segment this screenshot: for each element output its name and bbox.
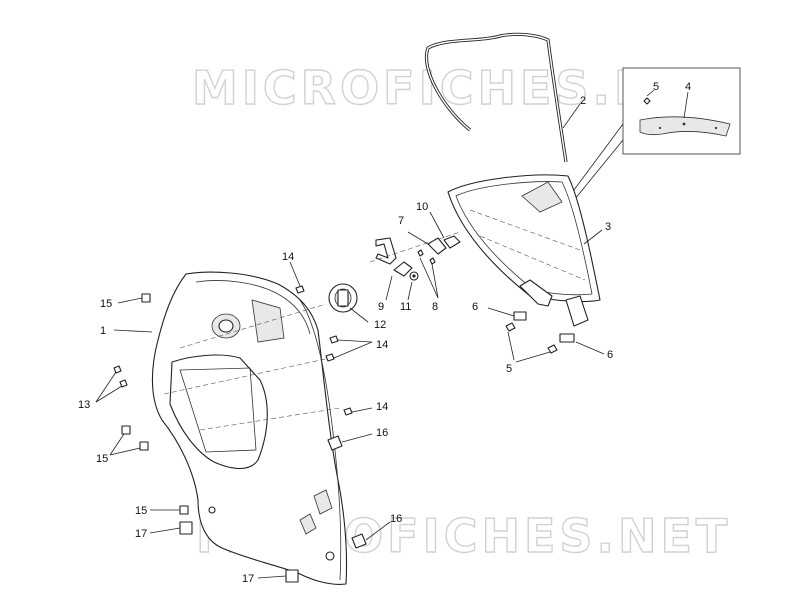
- callout-11: 11: [400, 301, 411, 313]
- callout-17-left: 17: [135, 528, 147, 540]
- callout-8: 8: [432, 301, 438, 313]
- callout-7: 7: [398, 215, 404, 227]
- callout-15-low: 15: [135, 505, 147, 517]
- callout-13: 13: [78, 399, 90, 411]
- latch-mechanism: [369, 211, 461, 301]
- part-1-leg-shield: [113, 271, 348, 585]
- part-9-lever: [393, 261, 413, 277]
- part-5-screws-door: [505, 322, 558, 363]
- callout-16-upper: 16: [376, 427, 388, 439]
- inset-detail-box: [567, 67, 741, 206]
- callout-15-mid: 15: [96, 453, 108, 465]
- part-3-glovebox-door: [447, 174, 603, 327]
- part-6-clips-door: [487, 307, 605, 355]
- callout-3: 3: [605, 221, 611, 233]
- callout-6-right: 6: [607, 349, 613, 361]
- callout-14-top: 14: [282, 251, 294, 263]
- callout-12: 12: [374, 319, 386, 331]
- callout-1: 1: [100, 325, 106, 337]
- part-7-bracket: [427, 237, 447, 255]
- callout-4: 4: [685, 81, 691, 93]
- callout-2: 2: [580, 95, 586, 107]
- callout-5-inset: 5: [653, 81, 659, 93]
- callout-9: 9: [378, 301, 384, 313]
- callout-10: 10: [416, 201, 428, 213]
- callout-14-low: 14: [376, 401, 388, 413]
- part-13-screws: [95, 365, 128, 403]
- part-5-screw-inset: [643, 97, 651, 105]
- callout-6-left: 6: [472, 301, 478, 313]
- callout-14-mid: 14: [376, 339, 388, 351]
- part-4-trim-plate: [639, 116, 731, 137]
- part-14-screws: [289, 261, 373, 416]
- callout-17-bottom: 17: [242, 573, 254, 585]
- part-17-clips: [149, 521, 299, 583]
- part-12-lock: [328, 283, 369, 323]
- part-9-rod: [375, 237, 397, 265]
- part-10-latch: [443, 235, 461, 249]
- part-16-pins: [327, 433, 391, 549]
- callout-5-door: 5: [506, 363, 512, 375]
- callout-15-top: 15: [100, 298, 112, 310]
- part-15-clips: [109, 293, 189, 515]
- callout-16-lower: 16: [390, 513, 402, 525]
